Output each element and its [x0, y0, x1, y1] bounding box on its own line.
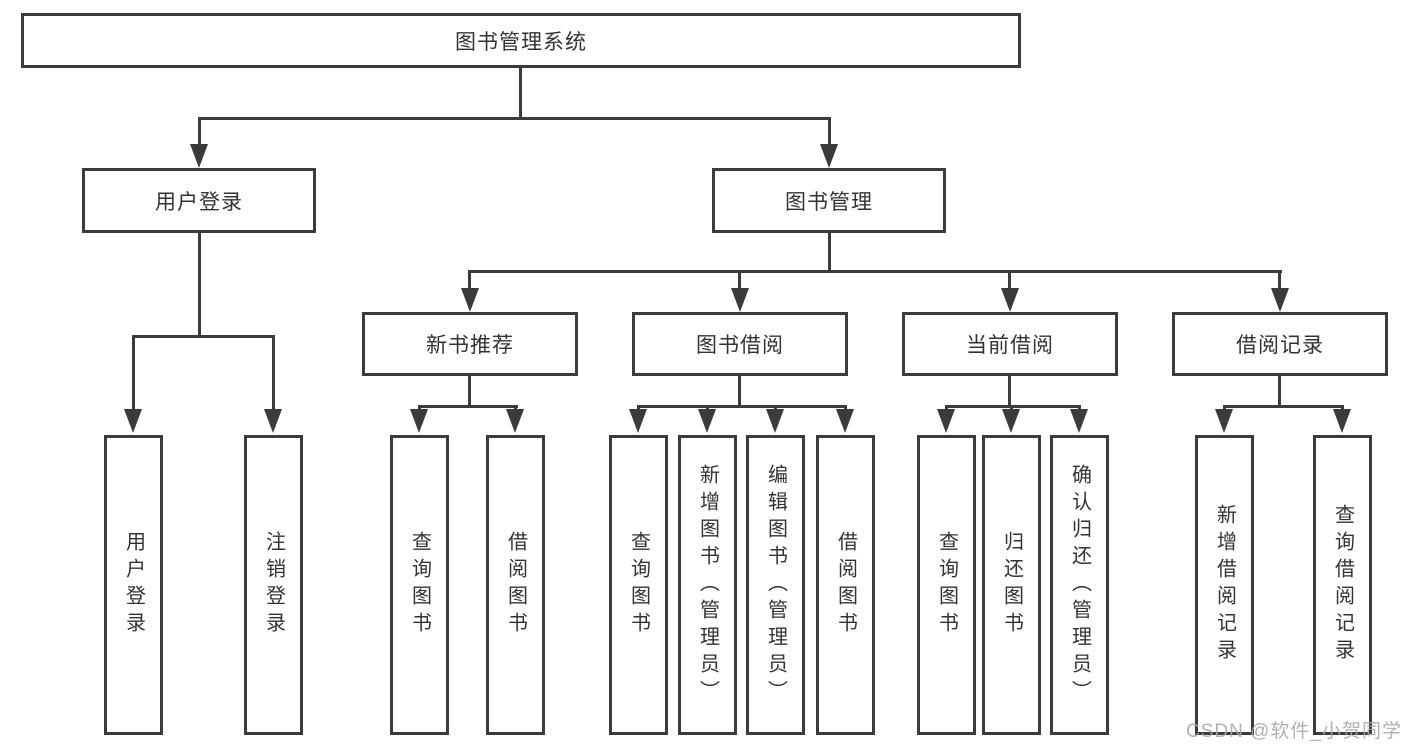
connector-line — [468, 270, 1282, 273]
node-book-borrow: 图书借阅 — [632, 312, 848, 376]
connector-line — [468, 374, 471, 408]
connector-line — [945, 405, 1081, 408]
leaf-query-books-current: 查询图书 — [917, 435, 976, 735]
arrowhead-icon — [629, 409, 647, 433]
arrowhead-icon — [766, 409, 784, 433]
arrowhead-icon — [731, 288, 749, 312]
connector-line — [468, 270, 471, 290]
connector-line — [1008, 374, 1011, 408]
leaf-confirm-return-admin: 确认归还（管理员） — [1050, 435, 1109, 735]
arrowhead-icon — [190, 144, 208, 168]
csdn-watermark: CSDN @软件_小贺同学 — [1186, 721, 1402, 742]
leaf-add-borrow-record: 新增借阅记录 — [1195, 435, 1254, 735]
arrowhead-icon — [506, 409, 524, 433]
node-book-management-branch: 图书管理 — [712, 168, 946, 233]
connector-line — [198, 231, 201, 335]
connector-line — [198, 117, 201, 148]
connector-line — [637, 405, 847, 408]
arrowhead-icon — [410, 409, 428, 433]
connector-line — [828, 117, 831, 148]
arrowhead-icon — [264, 409, 282, 433]
connector-line — [198, 117, 831, 120]
arrowhead-icon — [937, 409, 955, 433]
leaf-query-books-recommend: 查询图书 — [390, 435, 449, 735]
arrowhead-icon — [124, 409, 142, 433]
node-root-library-system: 图书管理系统 — [21, 13, 1021, 68]
connector-line — [519, 66, 522, 117]
connector-line — [418, 405, 518, 408]
leaf-borrow-books-recommend: 借阅图书 — [486, 435, 545, 735]
leaf-return-books: 归还图书 — [982, 435, 1041, 735]
leaf-query-books-borrow: 查询图书 — [609, 435, 668, 735]
arrowhead-icon — [820, 144, 838, 168]
connector-line — [738, 374, 741, 408]
arrowhead-icon — [1215, 409, 1233, 433]
arrowhead-icon — [1333, 409, 1351, 433]
connector-line — [132, 335, 275, 338]
leaf-edit-books-admin: 编辑图书（管理员） — [746, 435, 805, 735]
node-user-login-branch: 用户登录 — [82, 168, 316, 233]
connector-line — [1223, 405, 1344, 408]
connector-line — [272, 335, 275, 411]
connector-line — [1278, 374, 1281, 408]
arrowhead-icon — [836, 409, 854, 433]
connector-line — [1008, 270, 1011, 290]
node-new-book-recommend: 新书推荐 — [362, 312, 578, 376]
leaf-add-books-admin: 新增图书（管理员） — [678, 435, 737, 735]
leaf-borrow-books: 借阅图书 — [816, 435, 875, 735]
connector-line — [828, 231, 831, 273]
connector-line — [738, 270, 741, 290]
arrowhead-icon — [698, 409, 716, 433]
leaf-user-login: 用户登录 — [104, 435, 163, 735]
arrowhead-icon — [1001, 288, 1019, 312]
node-borrow-records: 借阅记录 — [1172, 312, 1388, 376]
arrowhead-icon — [1070, 409, 1088, 433]
connector-line — [132, 335, 135, 411]
leaf-logout: 注销登录 — [244, 435, 303, 735]
node-current-borrow: 当前借阅 — [902, 312, 1118, 376]
connector-line — [1278, 270, 1281, 290]
leaf-query-borrow-record: 查询借阅记录 — [1313, 435, 1372, 735]
arrowhead-icon — [1271, 288, 1289, 312]
arrowhead-icon — [1002, 409, 1020, 433]
arrowhead-icon — [461, 288, 479, 312]
